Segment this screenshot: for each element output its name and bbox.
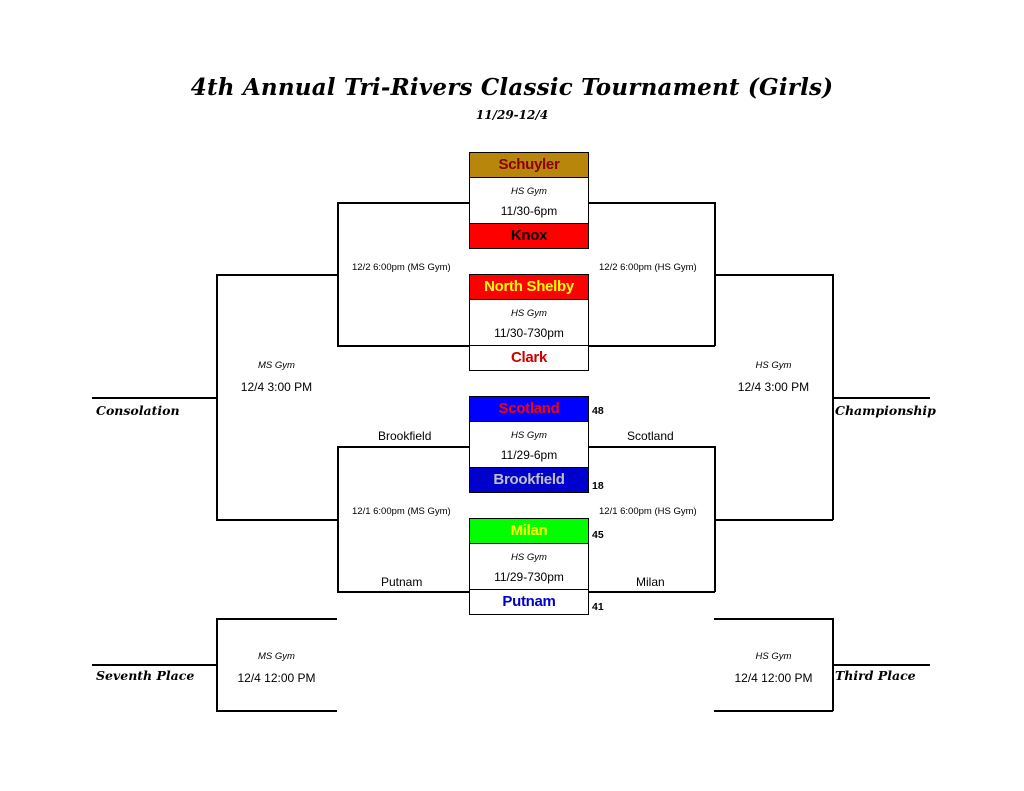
team-slot: Putnam xyxy=(470,589,588,614)
team-slot: Clark xyxy=(470,345,588,370)
team-slot: Schuyler xyxy=(470,153,588,178)
championship-gym: HS Gym xyxy=(755,360,792,371)
connector-line xyxy=(216,710,337,712)
semi-time-right-top: 12/2 6:00pm (HS Gym) xyxy=(599,262,697,273)
bracket-title: 4th Annual Tri-Rivers Classic Tournament… xyxy=(190,74,834,101)
game-box-scotland-brookfield: Scotland HS Gym 11/29-6pm Brookfield xyxy=(469,396,589,493)
connector-line xyxy=(714,519,833,521)
seventh-place-label: Seventh Place xyxy=(96,668,195,683)
connector-line xyxy=(587,446,715,448)
semi-time-left-top: 12/2 6:00pm (MS Gym) xyxy=(352,262,451,273)
game-box-schuyler-knox: Schuyler HS Gym 11/30-6pm Knox xyxy=(469,152,589,249)
consolation-gym: MS Gym xyxy=(258,360,295,371)
connector-line xyxy=(216,618,337,620)
connector-line xyxy=(92,664,216,666)
connector-line xyxy=(337,345,469,347)
connector-line xyxy=(714,446,716,592)
score-scotland: 48 xyxy=(592,405,604,417)
game-time: 11/29-730pm xyxy=(494,570,564,584)
result-right-lower: Milan xyxy=(636,575,665,589)
game-gym: HS Gym xyxy=(511,430,547,441)
connector-line xyxy=(216,274,337,276)
game-gym: HS Gym xyxy=(511,186,547,197)
connector-line xyxy=(216,519,337,521)
connector-line xyxy=(337,446,469,448)
semi-time-right-bottom: 12/1 6:00pm (HS Gym) xyxy=(599,506,697,517)
game-time: 11/29-6pm xyxy=(500,448,558,462)
third-place-label: Third Place xyxy=(835,668,916,683)
connector-line xyxy=(832,664,930,666)
championship-time: 12/4 3:00 PM xyxy=(737,380,810,394)
bracket-dates: 11/29-12/4 xyxy=(475,108,549,122)
connector-line xyxy=(337,446,339,592)
connector-line xyxy=(587,345,715,347)
game-time: 11/30-6pm xyxy=(500,204,558,218)
team-slot: North Shelby xyxy=(470,275,588,300)
third-place-time: 12/4 12:00 PM xyxy=(734,671,813,685)
game-time: 11/30-730pm xyxy=(494,326,564,340)
connector-line xyxy=(832,397,930,399)
semi-time-left-bottom: 12/1 6:00pm (MS Gym) xyxy=(352,506,451,517)
connector-line xyxy=(587,591,715,593)
team-slot: Brookfield xyxy=(470,467,588,492)
team-slot: Knox xyxy=(470,223,588,248)
result-left-upper: Brookfield xyxy=(378,429,432,443)
consolation-time: 12/4 3:00 PM xyxy=(240,380,313,394)
connector-line xyxy=(92,397,216,399)
connector-line xyxy=(714,618,833,620)
team-slot: Milan xyxy=(470,519,588,544)
game-gym: HS Gym xyxy=(511,308,547,319)
score-putnam: 41 xyxy=(592,601,604,613)
connector-line xyxy=(337,202,469,204)
connector-line xyxy=(714,274,833,276)
connector-line xyxy=(337,202,339,346)
consolation-label: Consolation xyxy=(96,403,180,418)
game-box-northshelby-clark: North Shelby HS Gym 11/30-730pm Clark xyxy=(469,274,589,371)
score-milan: 45 xyxy=(592,529,604,541)
score-brookfield: 18 xyxy=(592,480,604,492)
team-slot: Scotland xyxy=(470,397,588,422)
game-box-milan-putnam: Milan HS Gym 11/29-730pm Putnam xyxy=(469,518,589,615)
third-place-gym: HS Gym xyxy=(755,651,792,662)
connector-line xyxy=(337,591,469,593)
game-gym: HS Gym xyxy=(511,552,547,563)
seventh-place-gym: MS Gym xyxy=(258,651,295,662)
connector-line xyxy=(216,274,218,520)
championship-label: Championship xyxy=(835,403,936,418)
connector-line xyxy=(587,202,715,204)
connector-line xyxy=(216,618,218,711)
connector-line xyxy=(714,710,833,712)
result-right-upper: Scotland xyxy=(627,429,674,443)
result-left-lower: Putnam xyxy=(381,575,423,589)
seventh-place-time: 12/4 12:00 PM xyxy=(237,671,316,685)
